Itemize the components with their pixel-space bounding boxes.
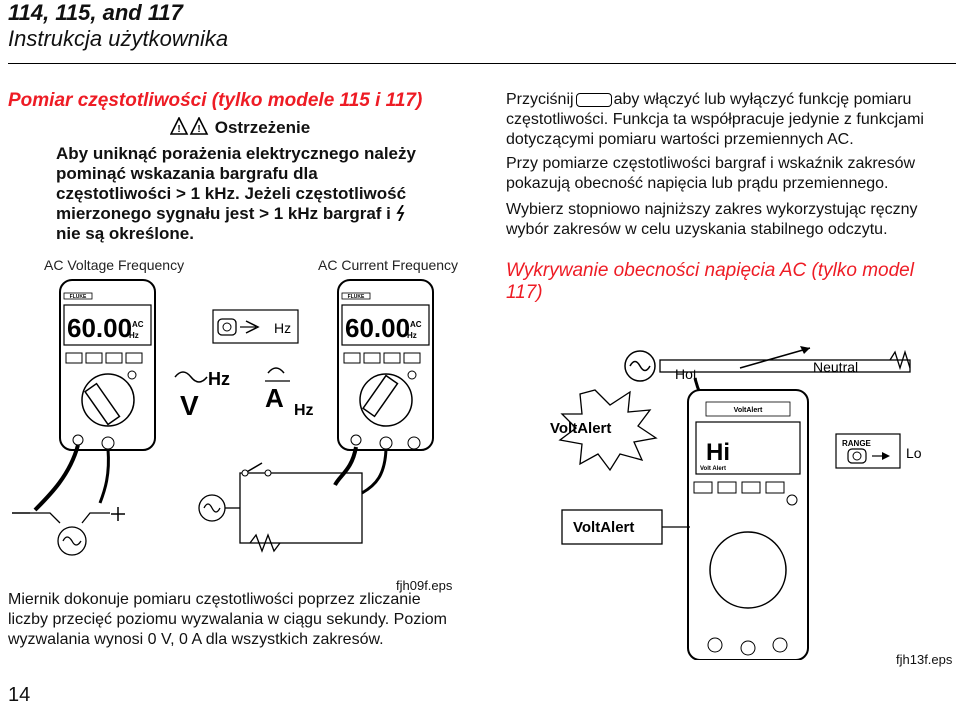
section-title-frequency: Pomiar częstotliwości (tylko modele 115 … [8,90,423,111]
body-line: liczby przecięć poziomu wyzwalania w cią… [8,611,447,628]
multimeter-voltage: FLUKE 60.00 AC Hz [59,279,156,451]
meter-brand: FLUKE [70,294,87,300]
body-text-left: Miernik dokonuje pomiaru częstotliwości … [8,590,468,650]
meter-volt-alert-mini: Volt Alert [700,466,726,472]
multimeter-current: FLUKE 60.00 AC Hz [337,279,434,451]
meter-display-reading: 60.00 [67,313,132,343]
warning-label: Ostrzeżenie [214,118,311,137]
warning-triangle-icon: ! ! [169,116,209,135]
header-rule [8,63,956,64]
meter-unit-ac: AC [132,320,144,329]
header-subtitle: Instrukcja użytkownika [8,26,229,51]
voltalert-burst-label: VoltAlert [550,420,611,437]
caption-ac-current-frequency: AC Current Frequency [318,257,459,273]
hz-button-icon [575,92,612,107]
symbol-v: V [180,390,199,421]
meter-unit-ac: AC [410,320,422,329]
voltalert-figure: Hot Neutral VoltAlert VoltAlert Hi Volt … [550,346,922,660]
hz-button-label: Hz [274,320,291,336]
high-voltage-icon [396,204,405,222]
symbol-a: A [265,383,284,413]
para-line: pokazują obecność napięcia lub prądu prz… [506,175,889,192]
warning-line: nie są określone. [56,224,194,243]
current-hz-symbol: A Hz [265,367,314,419]
section-title-voltalert: Wykrywanie obecności napięcia AC (tylko … [506,260,914,303]
hz-button-callout: Hz [212,309,299,344]
meter-unit-hz: Hz [129,331,139,340]
ac-source-left [12,507,125,556]
meter-voltalert-badge: VoltAlert [734,407,763,414]
para-line: częstotliwości. Funkcja ta współpracuje … [506,111,924,128]
warning-line: pominąć wskazania bargrafu dla [56,164,318,183]
page-number: 14 [8,684,31,706]
body-line: wyzwalania wynosi 0 V, 0 A dla wszystkic… [8,631,384,648]
warning-line: Aby uniknąć porażenia elektrycznego nale… [56,144,416,163]
figure-id-right: fjh13f.eps [896,652,953,667]
para-line: wybór zakresów w celu uzyskania stabilne… [506,221,888,238]
frequency-measurement-figure: FLUKE 60.00 AC Hz Hz V Hz A Hz [12,279,434,556]
symbol-hz-v: Hz [208,369,230,389]
svg-text:!: ! [197,124,200,135]
meter-hi-display: Hi [706,439,730,466]
meter-brand: FLUKE [348,294,365,300]
warning-text: Aby uniknąć porażenia elektrycznego nale… [56,144,416,244]
paragraph-bargraph: Przy pomiarze częstotliwości bargraf i w… [506,154,956,194]
symbol-hz-a: Hz [294,402,314,419]
paragraph-range: Wybierz stopniowo najniższy zakres wykor… [506,200,956,240]
hot-label: Hot [675,366,697,382]
meter-display-reading: 60.00 [345,313,410,343]
neutral-label: Neutral [813,359,858,375]
para-line: Przy pomiarze częstotliwości bargraf i w… [506,155,916,172]
para-line: dotyczącymi pomiaru wartości przemiennyc… [506,131,854,148]
voltalert-button-label: VoltAlert [573,519,634,536]
caption-ac-voltage-frequency: AC Voltage Frequency [44,257,185,273]
header-title: 114, 115, and 117 [8,0,183,25]
ac-current-circuit [198,446,388,553]
lo-label: Lo [906,445,922,461]
para-line: Wybierz stopniowo najniższy zakres wykor… [506,201,918,218]
warning-heading: ! ! Ostrzeżenie [169,116,311,138]
range-button-label: RANGE [842,439,872,448]
warning-line: częstotliwości > 1 kHz. Jeżeli częstotli… [56,184,407,203]
warning-line: mierzonego sygnału jest > 1 kHz bargraf … [56,204,416,224]
body-line: Miernik dokonuje pomiaru częstotliwości … [8,591,421,608]
svg-text:!: ! [177,124,180,135]
voltage-hz-symbol: V Hz [174,369,230,421]
figure-id-left: fjh09f.eps [396,578,453,593]
meter-unit-hz: Hz [407,331,417,340]
